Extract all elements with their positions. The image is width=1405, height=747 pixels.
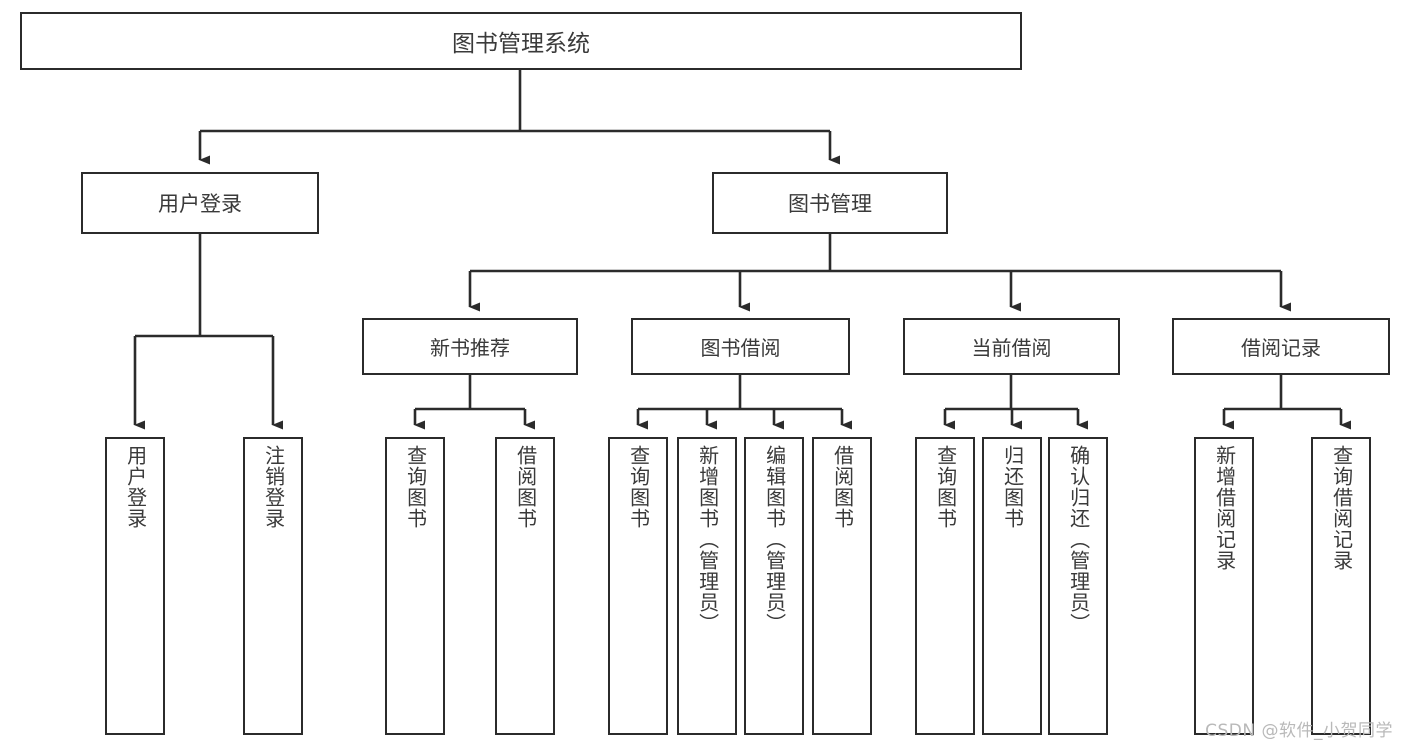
node-leaf-return-book[interactable]: 归还图书 xyxy=(982,437,1042,735)
node-book-borrow[interactable]: 图书借阅 xyxy=(631,318,850,375)
node-leaf-query-book-2-label: 查询图书 xyxy=(626,445,651,529)
node-user-login-label: 用户登录 xyxy=(158,192,242,216)
node-root-label: 图书管理系统 xyxy=(452,31,590,57)
watermark-text: CSDN @软件_小贺同学 xyxy=(1205,721,1393,741)
node-leaf-add-book-label: 新增图书（管理员） xyxy=(695,445,720,634)
node-leaf-logout-login-label: 注销登录 xyxy=(261,445,286,529)
node-current-borrow-label: 当前借阅 xyxy=(971,336,1052,360)
node-leaf-query-record-label: 查询借阅记录 xyxy=(1329,445,1354,571)
node-current-borrow[interactable]: 当前借阅 xyxy=(903,318,1120,375)
node-leaf-confirm-return[interactable]: 确认归还（管理员） xyxy=(1048,437,1108,735)
node-leaf-borrow-book-1-label: 借阅图书 xyxy=(513,445,538,529)
node-leaf-add-record-label: 新增借阅记录 xyxy=(1212,445,1237,571)
node-leaf-add-book[interactable]: 新增图书（管理员） xyxy=(677,437,737,735)
node-new-book-recommend-label: 新书推荐 xyxy=(430,336,510,360)
node-leaf-query-book-1[interactable]: 查询图书 xyxy=(385,437,445,735)
node-leaf-borrow-book-2[interactable]: 借阅图书 xyxy=(812,437,872,735)
node-leaf-edit-book-label: 编辑图书（管理员） xyxy=(762,445,787,634)
node-leaf-add-record[interactable]: 新增借阅记录 xyxy=(1194,437,1254,735)
node-leaf-query-book-2[interactable]: 查询图书 xyxy=(608,437,668,735)
node-leaf-borrow-book-2-label: 借阅图书 xyxy=(830,445,855,529)
node-new-book-recommend[interactable]: 新书推荐 xyxy=(362,318,578,375)
node-borrow-record[interactable]: 借阅记录 xyxy=(1172,318,1390,375)
node-leaf-query-book-3-label: 查询图书 xyxy=(933,445,958,529)
node-leaf-query-record[interactable]: 查询借阅记录 xyxy=(1311,437,1371,735)
node-user-login[interactable]: 用户登录 xyxy=(81,172,319,234)
node-leaf-return-book-label: 归还图书 xyxy=(1000,445,1025,529)
node-leaf-logout-login[interactable]: 注销登录 xyxy=(243,437,303,735)
node-leaf-user-login[interactable]: 用户登录 xyxy=(105,437,165,735)
node-book-management-label: 图书管理 xyxy=(788,192,872,216)
node-book-management[interactable]: 图书管理 xyxy=(712,172,948,234)
node-leaf-query-book-3[interactable]: 查询图书 xyxy=(915,437,975,735)
node-book-borrow-label: 图书借阅 xyxy=(700,336,781,360)
node-borrow-record-label: 借阅记录 xyxy=(1241,336,1321,360)
node-leaf-user-login-label: 用户登录 xyxy=(123,445,148,529)
node-root[interactable]: 图书管理系统 xyxy=(20,12,1022,70)
node-leaf-confirm-return-label: 确认归还（管理员） xyxy=(1066,445,1091,634)
node-leaf-borrow-book-1[interactable]: 借阅图书 xyxy=(495,437,555,735)
node-leaf-edit-book[interactable]: 编辑图书（管理员） xyxy=(744,437,804,735)
node-leaf-query-book-1-label: 查询图书 xyxy=(403,445,428,529)
